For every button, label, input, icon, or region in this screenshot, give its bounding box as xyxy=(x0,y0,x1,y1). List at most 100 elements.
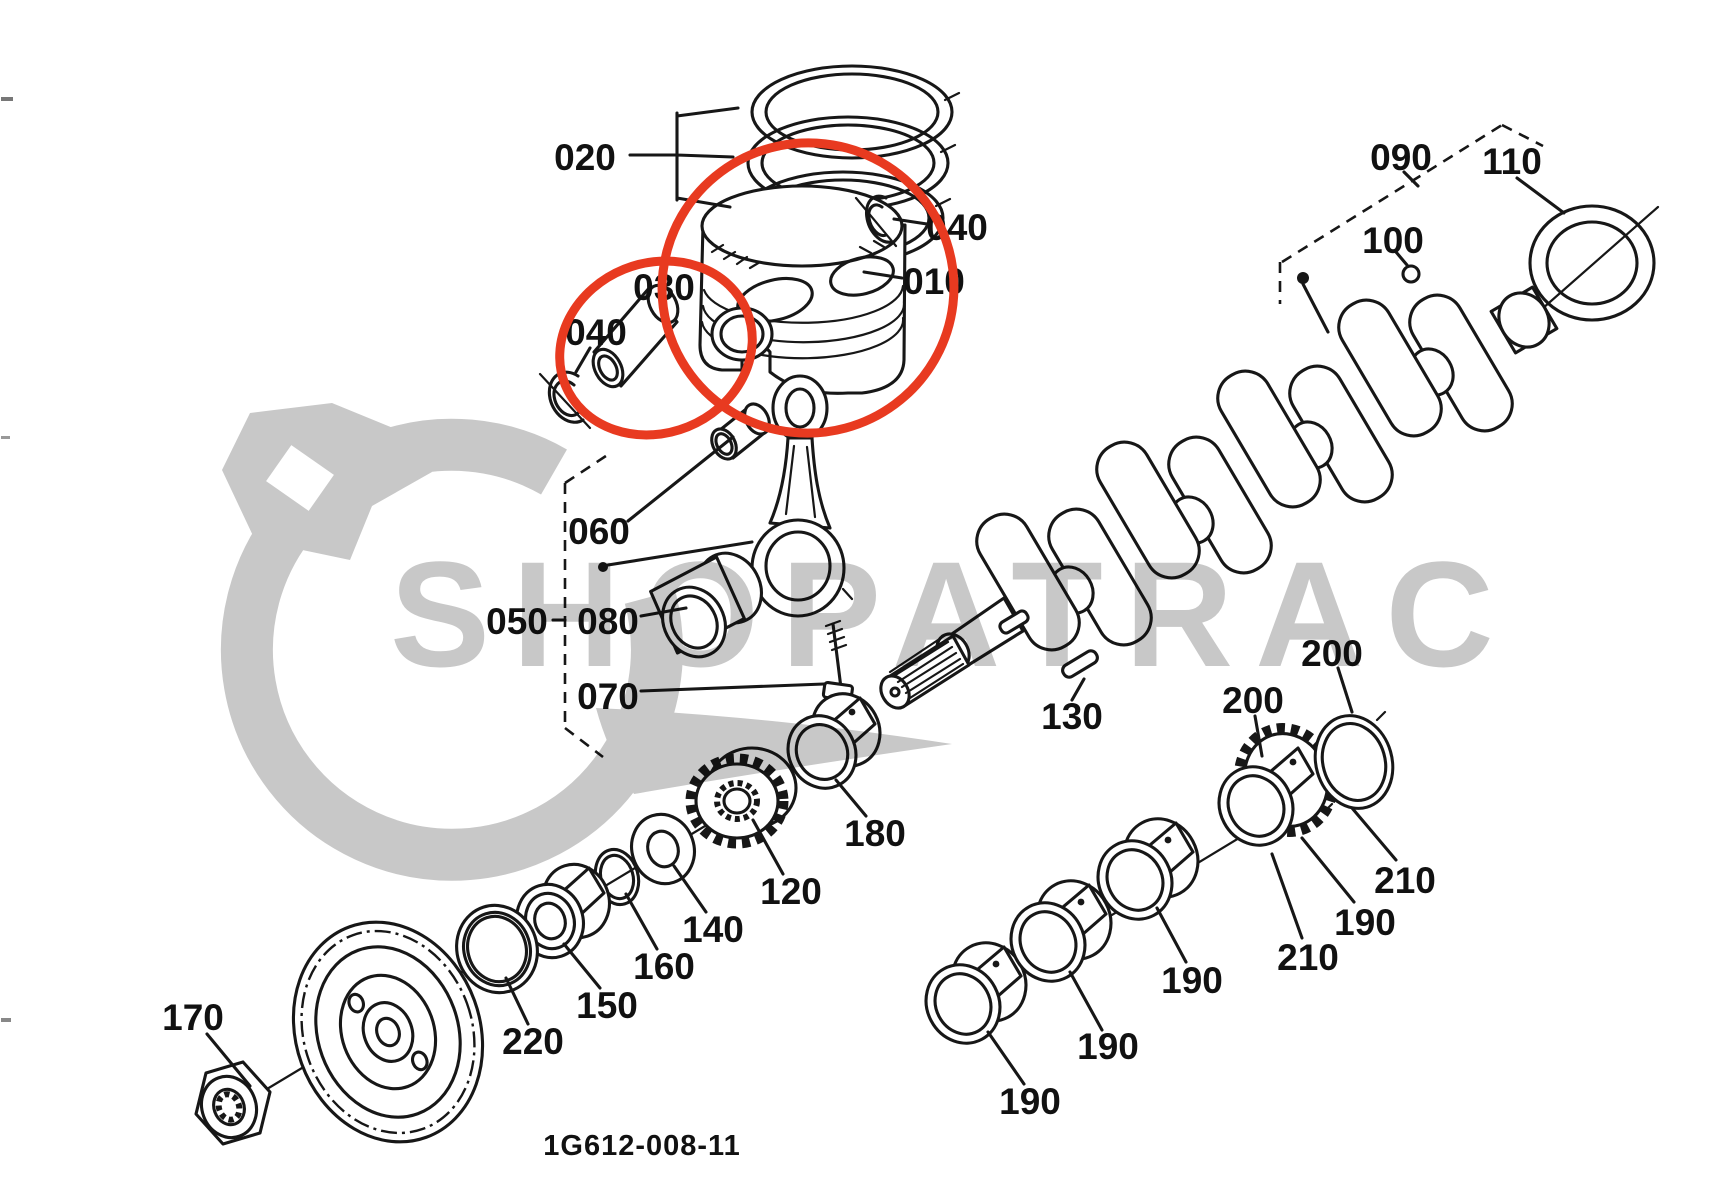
pulley-hub xyxy=(361,1001,415,1063)
part-label-190-2: 190 xyxy=(1161,960,1223,1001)
part-label-040-left: 040 xyxy=(565,312,627,353)
crank-web xyxy=(1216,369,1322,509)
pulley-bore xyxy=(375,1016,401,1048)
pulley-rim-2 xyxy=(300,929,476,1135)
thrust-tabs xyxy=(1322,710,1387,814)
oil-hole xyxy=(1077,898,1085,906)
axis-line xyxy=(1532,205,1660,318)
crankshaft-assembly xyxy=(879,204,1660,710)
leader-lines xyxy=(205,106,1566,1088)
bracket-050 xyxy=(563,450,613,759)
marker-dot-060 xyxy=(598,562,608,572)
part-label-180: 180 xyxy=(844,813,906,854)
rear-journal-face xyxy=(1497,291,1551,349)
leader-090-dot xyxy=(1301,282,1330,334)
rod-small-end-bore xyxy=(784,387,816,429)
part-label-140: 140 xyxy=(682,909,744,950)
part-label-120: 120 xyxy=(760,871,822,912)
scan-artifact xyxy=(1,97,13,101)
part-label-050: 050 xyxy=(486,601,548,642)
shell-bore xyxy=(1105,848,1165,912)
marker-circle-100 xyxy=(1401,264,1421,284)
part-label-110: 110 xyxy=(1482,141,1542,182)
part-label-200-left: 200 xyxy=(1222,680,1284,721)
watermark-text: SHOPATRAC xyxy=(390,530,1516,698)
nut-bore xyxy=(212,1087,246,1127)
scan-artifact xyxy=(1,436,10,439)
crank-front-shaft xyxy=(879,596,1030,710)
part-label-090: 090 xyxy=(1370,137,1432,178)
leader-180 xyxy=(834,778,868,818)
leader-200-left xyxy=(1253,714,1264,758)
thrust-ring-inner xyxy=(1320,721,1388,803)
leader-040-right xyxy=(892,217,929,226)
part-label-200-right: 200 xyxy=(1301,633,1363,674)
leader-130 xyxy=(1070,677,1086,702)
gear-spline-bore xyxy=(714,780,760,822)
scan-artifacts xyxy=(1,97,13,1022)
leader-140 xyxy=(672,864,708,914)
shell-bore xyxy=(1226,774,1286,838)
rod-ibeam xyxy=(784,444,817,519)
watermark-swoosh-tail xyxy=(596,708,952,794)
gear-teeth xyxy=(685,753,789,849)
leader-010 xyxy=(862,270,904,280)
part-label-210-top: 210 xyxy=(1374,860,1436,901)
crank-web xyxy=(1095,440,1201,580)
leader-160 xyxy=(624,892,659,951)
leader-190-3 xyxy=(1068,970,1104,1032)
part-label-190-1: 190 xyxy=(1334,902,1396,943)
keyway-slot xyxy=(998,609,1030,635)
watermark: SHOPATRAC xyxy=(220,403,1516,881)
scan-artifact xyxy=(1,1018,11,1022)
front-bearing xyxy=(515,862,611,960)
woodruff-key xyxy=(1061,649,1099,679)
leader-100 xyxy=(1394,250,1409,267)
part-label-130: 130 xyxy=(1041,696,1103,737)
leader-060 xyxy=(626,435,735,523)
oil-hole xyxy=(992,960,1000,968)
circlip-inner xyxy=(867,203,888,238)
shell-bore xyxy=(933,972,993,1036)
main-bearing-shell-3 xyxy=(1096,817,1200,921)
part-label-020: 020 xyxy=(554,137,616,178)
leader-rod xyxy=(606,540,754,567)
main-bearings xyxy=(786,692,1395,1045)
rod-shaft xyxy=(768,436,832,530)
pin-bore xyxy=(597,354,619,382)
washer-bore xyxy=(646,829,680,869)
crank-nut xyxy=(194,1060,272,1146)
crank-web xyxy=(1337,298,1443,438)
tip-center-hole xyxy=(889,686,901,698)
highlight-annotations xyxy=(555,138,959,440)
gear-bore xyxy=(722,787,752,815)
bracket-020 xyxy=(628,106,740,209)
part-label-170: 170 xyxy=(162,997,224,1038)
bearing-bore xyxy=(533,901,567,941)
rod-big-end-bore xyxy=(764,530,832,602)
circlip-axis xyxy=(854,196,898,248)
thrust-ring-outer xyxy=(1313,714,1395,810)
leader-190-1 xyxy=(1300,836,1356,904)
leader-110 xyxy=(1515,176,1566,215)
oil-hole xyxy=(1289,758,1297,766)
nut-threads xyxy=(215,1091,243,1123)
part-label-210-bottom: 210 xyxy=(1277,937,1339,978)
part-label-100: 100 xyxy=(1362,220,1424,261)
nut-face xyxy=(199,1074,259,1140)
dash-090 xyxy=(1278,123,1544,304)
shell-bore xyxy=(1018,910,1078,974)
washer-outer xyxy=(630,812,696,886)
crank-pulley xyxy=(291,920,485,1144)
circlip-axis xyxy=(538,372,592,430)
watermark-wrench-notch xyxy=(266,445,334,511)
front-end-parts xyxy=(194,746,798,1146)
valve-recess xyxy=(829,255,895,297)
part-label-060: 060 xyxy=(568,511,630,552)
leader-200-right xyxy=(1336,666,1354,714)
marker-dot-090 xyxy=(1297,272,1309,284)
bolt-shank xyxy=(831,622,843,690)
leader-170 xyxy=(205,1032,252,1088)
pulley-hole xyxy=(410,1050,429,1072)
